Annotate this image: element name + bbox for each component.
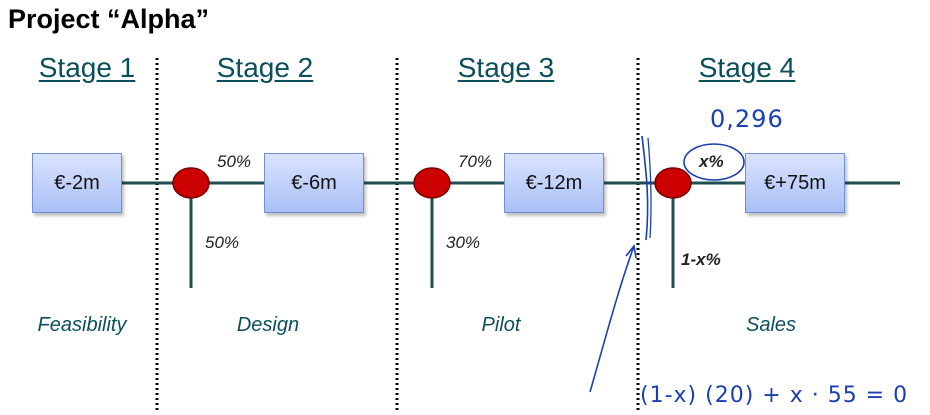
hand-arrow — [589, 245, 635, 393]
pilot-success-prob: 70% — [458, 152, 493, 171]
value-box-stage-1: €-2m — [32, 153, 122, 213]
diagram-title: Project “Alpha” — [8, 4, 210, 34]
pilot-fail-prob: 30% — [446, 233, 481, 252]
stage-4-heading: Stage 4 — [698, 52, 796, 83]
sales-success-prob: x% — [699, 152, 724, 171]
handwritten-equation: (1-x) (20) + x · 55 = 0 — [640, 383, 909, 408]
design-success-prob: 50% — [217, 152, 252, 171]
value-box-stage-4: €+75m — [745, 153, 845, 213]
value-box-stage-3: €-12m — [504, 153, 604, 213]
stage-3-heading: Stage 3 — [457, 52, 555, 83]
sales-fail-prob: 1-x% — [681, 250, 721, 269]
stage-2-heading: Stage 2 — [216, 52, 314, 83]
stage-1-heading: Stage 1 — [38, 52, 136, 83]
phase-pilot: Pilot — [481, 314, 521, 336]
value-box-stage-2: €-6m — [264, 153, 364, 213]
decision-node-sales — [654, 167, 692, 199]
decision-node-pilot — [413, 167, 451, 199]
phase-design: Design — [236, 314, 300, 336]
handwritten-value: 0,296 — [710, 105, 784, 133]
hand-circle-x — [683, 143, 745, 181]
hand-stroke-mark — [641, 135, 649, 241]
decision-node-design — [172, 167, 210, 199]
phase-feasibility: Feasibility — [37, 314, 127, 336]
phase-sales: Sales — [745, 314, 797, 336]
design-fail-prob: 50% — [205, 233, 240, 252]
